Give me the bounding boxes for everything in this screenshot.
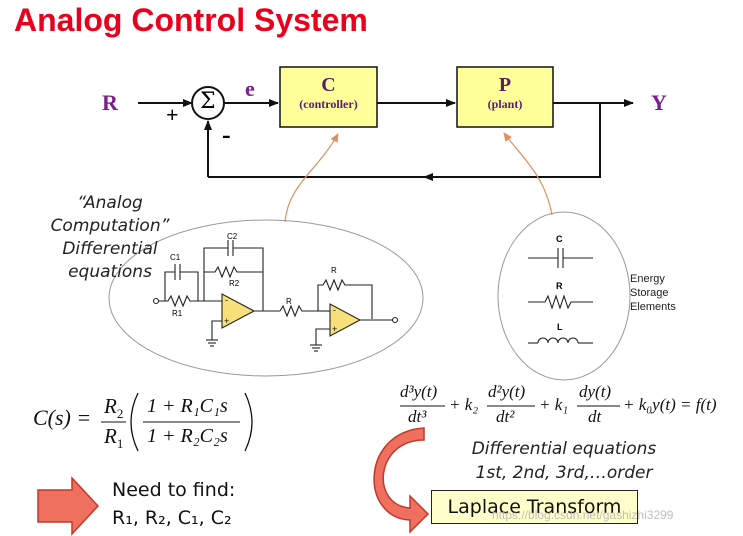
analog-caption: “Analog Computation” Differential equati… (40, 192, 180, 284)
controller-block (279, 66, 378, 128)
plant-sublabel: (plant) (487, 97, 523, 111)
circuit-label-r2: R2 (229, 279, 240, 288)
storage-caption-1: Energy (630, 273, 665, 285)
plant-label: P (plant) (457, 74, 553, 112)
ode-t3-num: dy(t) (579, 382, 612, 401)
de-caption-line-1: Differential equations (471, 439, 657, 459)
plant-connector (503, 132, 553, 216)
ode-t2-num: d²y(t) (488, 382, 526, 401)
storage-caption-3: Elements (630, 301, 676, 313)
de-caption: Differential equations 1st, 2nd, 3rd,…or… (446, 437, 682, 485)
storage-symbols (528, 248, 593, 344)
storage-label-c: C (556, 234, 563, 244)
ode-t1-den: dt³ (408, 407, 427, 426)
svg-text:+: + (224, 316, 229, 326)
circuit-label-c2: C2 (227, 232, 238, 241)
de-caption-line-2: 1st, 2nd, 3rd,…order (475, 463, 653, 483)
storage-caption: Energy Storage Elements (630, 272, 676, 314)
controller-letter: C (321, 74, 336, 96)
laplace-transform-box: Laplace Transform (431, 490, 638, 524)
storage-label-l: L (557, 322, 563, 332)
controller-connector (284, 133, 339, 223)
tf-r1-letter: R (104, 424, 117, 448)
right-paren (244, 392, 253, 452)
caption-line-4: equations (68, 262, 152, 282)
output-label: Y (651, 90, 667, 115)
ode-t2-den: dt² (496, 407, 515, 426)
tf-r1: R1 (104, 424, 123, 452)
ode-plus-k1: + k₁ (539, 395, 569, 414)
red-curved-arrow (373, 427, 430, 534)
caption-line-3: Differential (62, 239, 158, 259)
tf-r2: R2 (104, 394, 123, 422)
opamp-signs: - + - + (224, 295, 337, 334)
feedback-path (208, 103, 601, 178)
fraction-bars (101, 405, 620, 423)
minus-sign: - (222, 120, 231, 149)
circuit-label-rfb: R (331, 266, 337, 275)
circuit-ellipse (108, 219, 424, 377)
input-label: R (102, 90, 118, 115)
plus-sign: + (166, 102, 179, 127)
storage-ellipse (497, 211, 631, 381)
summing-symbol: Σ (200, 89, 216, 114)
tf-r2-sub: 2 (116, 406, 124, 422)
controller-label: C (controller) (280, 74, 377, 112)
storage-caption-2: Storage (630, 287, 669, 299)
svg-text:+: + (332, 324, 337, 334)
tf-r2-letter: R (104, 394, 117, 418)
need-to-find-line-2: R₁, R₂, C₁, C₂ (112, 507, 232, 529)
controller-sublabel: (controller) (299, 97, 358, 111)
error-label: e (245, 76, 255, 101)
ode-plus-k2: + k₂ (449, 395, 479, 414)
circuit-label-r: R (286, 297, 292, 306)
red-right-arrow (37, 476, 100, 536)
plant-letter: P (498, 74, 512, 96)
circuit-label-r1: R1 (172, 309, 183, 318)
svg-text:-: - (333, 305, 336, 315)
plant-block (456, 66, 554, 128)
storage-label-r: R (556, 281, 563, 291)
tf-lhs: C(s) = (33, 405, 92, 430)
opamp-circuit (152, 240, 399, 352)
watermark: https://blog.csdn.net/gashizhi3299 (492, 508, 674, 522)
ode-t3-den: dt (588, 407, 602, 426)
need-to-find: Need to find: R₁, R₂, C₁, C₂ (112, 476, 235, 532)
caption-line-2: Computation” (50, 216, 170, 236)
tf-denominator: 1 + R₂C₂s (147, 425, 228, 447)
tf-r1-sub: 1 (116, 436, 124, 452)
ode-t1-num: d³y(t) (400, 382, 438, 401)
left-paren (130, 392, 139, 452)
svg-text:-: - (225, 295, 228, 305)
ode-tail: + k₀y(t) = f(t) (623, 395, 717, 414)
page-title: Analog Control System (14, 2, 368, 38)
tf-numerator: 1 + R₁C₁s (147, 395, 228, 417)
circuit-label-c1: C1 (170, 253, 181, 262)
caption-line-1: “Analog (77, 193, 143, 213)
need-to-find-line-1: Need to find: (112, 479, 236, 501)
